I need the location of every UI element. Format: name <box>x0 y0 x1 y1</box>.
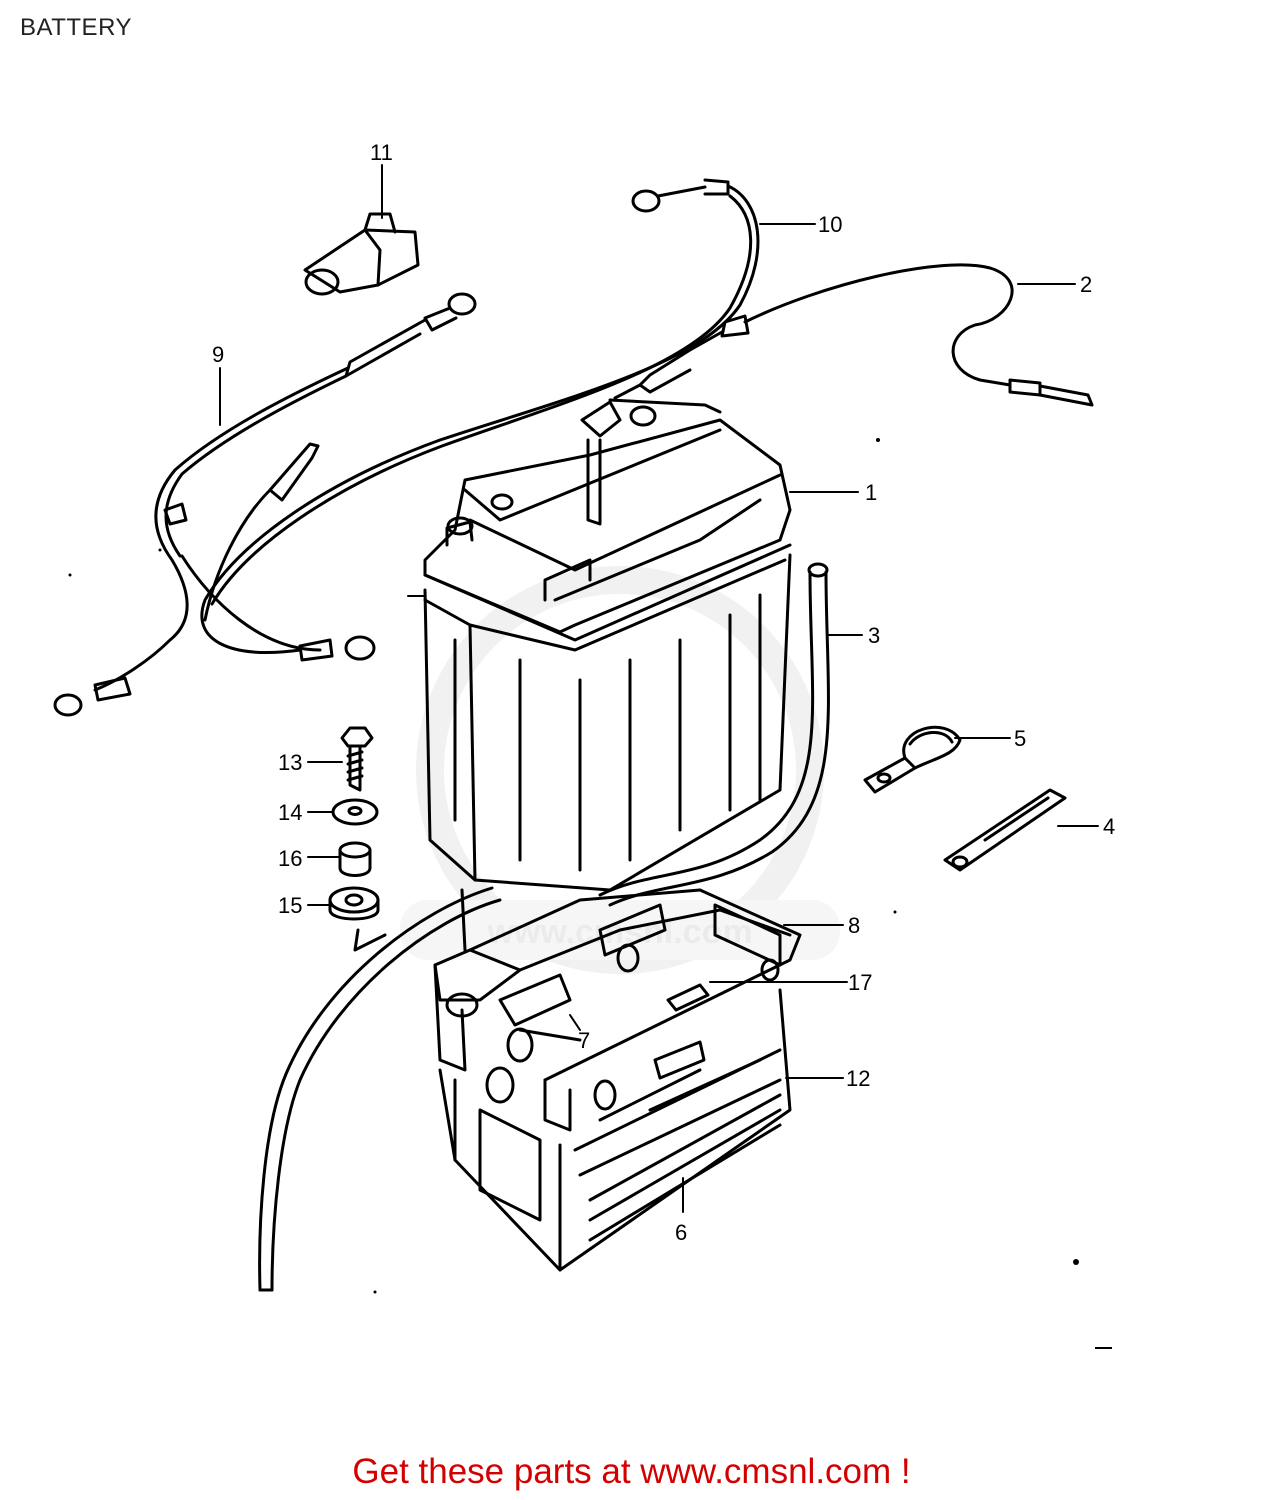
callout-16: 16 <box>278 846 302 871</box>
callout-15: 15 <box>278 893 302 918</box>
stray-marks <box>68 438 1112 1349</box>
callout-8: 8 <box>848 913 860 938</box>
part-16-spacer[interactable] <box>338 841 372 877</box>
part-17-pad[interactable] <box>653 983 710 1080</box>
watermark: www.cmsnl.com <box>400 566 840 974</box>
part-6-tray[interactable] <box>598 1058 762 1122</box>
callout-13: 13 <box>278 750 302 775</box>
page-title: BATTERY <box>20 14 132 41</box>
part-11-terminal-cover[interactable] <box>303 212 420 296</box>
callout-12: 12 <box>846 1066 870 1091</box>
part-1-battery[interactable] <box>423 398 792 892</box>
callout-10: 10 <box>818 212 842 237</box>
part-9-harness[interactable] <box>53 292 477 717</box>
callout-11: 11 <box>370 140 393 165</box>
part-14-washer[interactable] <box>331 798 379 826</box>
callout-2: 2 <box>1080 272 1092 297</box>
part-4-strap[interactable] <box>943 788 1067 872</box>
leader-lines <box>219 164 1099 1213</box>
get-parts-link[interactable]: Get these parts at www.cmsnl.com ! <box>352 1452 911 1491</box>
callout-7: 7 <box>578 1028 590 1053</box>
callout-1: 1 <box>865 480 877 505</box>
callout-17: 17 <box>848 970 872 995</box>
part-2-wire[interactable] <box>613 263 1094 407</box>
watermark-text: www.cmsnl.com <box>486 913 752 951</box>
callout-9: 9 <box>212 342 224 367</box>
callout-4: 4 <box>1103 814 1115 839</box>
part-13-bolt[interactable] <box>340 726 374 792</box>
callout-5: 5 <box>1014 726 1026 751</box>
callout-6: 6 <box>675 1220 687 1245</box>
part-15-cushion[interactable] <box>328 886 380 921</box>
callout-3: 3 <box>868 623 880 648</box>
part-7-holder[interactable] <box>498 973 582 1042</box>
callout-numbers: 11 10 2 9 1 3 5 13 14 4 16 15 8 17 7 12 … <box>212 140 1115 1245</box>
part-8-cushion-plate[interactable] <box>598 903 782 973</box>
part-5-clamp[interactable] <box>863 725 962 794</box>
part-10-cable[interactable] <box>200 178 760 662</box>
part-3-breather-tube[interactable] <box>258 562 830 1292</box>
callout-14: 14 <box>278 800 302 825</box>
